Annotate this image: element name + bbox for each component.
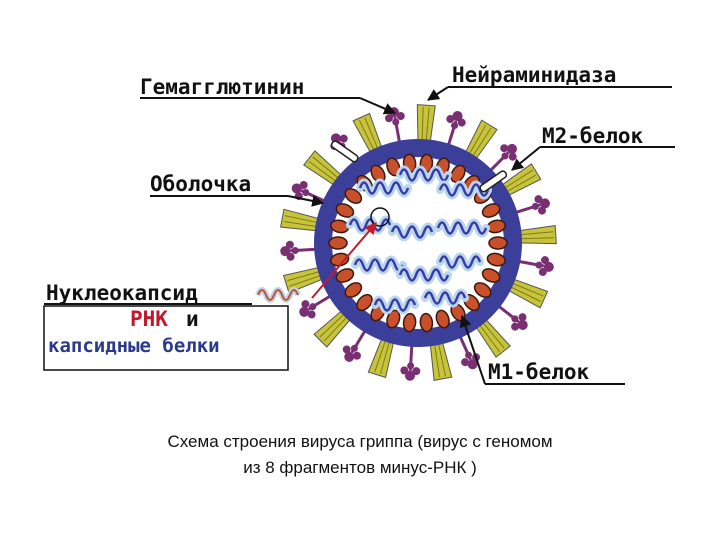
label-nucleocapsid: Нуклеокапсид: [46, 281, 198, 305]
m1-pointer: [459, 314, 486, 385]
neuraminidase-spike: [280, 240, 319, 261]
m1-bead: [450, 164, 466, 183]
neuraminidase-spike: [400, 342, 421, 381]
neuraminidase-spike: [299, 293, 334, 319]
nucleocapsid-box: [43, 305, 289, 371]
envelope-inner: [332, 157, 504, 329]
m1-bead: [435, 309, 450, 329]
hemagglutinin-spike: [516, 225, 557, 245]
label-rna: РНК: [130, 307, 168, 331]
m1-bead: [335, 268, 355, 283]
m1-bead: [486, 252, 506, 267]
hemagglutinin-pointer: [359, 97, 397, 115]
rna-segment: [438, 183, 490, 197]
m1-bead: [344, 282, 363, 298]
rna-segment: [438, 255, 482, 269]
hemagglutinin-spike: [416, 104, 436, 145]
label-m1: М1-белок: [488, 360, 590, 384]
rna-segment: [348, 218, 392, 232]
m1-bead: [335, 203, 355, 218]
neuraminidase-spike: [342, 327, 368, 362]
m1-bead: [328, 236, 348, 250]
nucleocapsid-pointer: [311, 222, 377, 299]
m1-bead: [481, 203, 501, 218]
label-envelope: Оболочка: [150, 172, 251, 196]
rna-segment: [353, 258, 405, 272]
neuraminidase-pointer: [426, 86, 449, 101]
m1-bead: [419, 312, 434, 333]
envelope-pointer: [287, 194, 325, 207]
neuraminidase-spike: [487, 143, 518, 174]
m1-bead: [481, 268, 501, 283]
neuraminidase-spike: [513, 195, 550, 215]
rna-segment: [373, 298, 417, 312]
m1-bead: [488, 236, 508, 250]
hemagglutinin-spike: [280, 208, 322, 232]
rna-segment: [398, 268, 450, 282]
nucleocapsid-marker: [370, 207, 390, 227]
m1-bead: [344, 188, 363, 204]
rna-sample-squiggle-core: [257, 289, 299, 301]
neuraminidase-spike: [457, 333, 481, 370]
rna-segment: [423, 291, 467, 305]
rna-segment: [390, 225, 434, 239]
neuraminidase-spike: [516, 256, 554, 276]
caption-line-2: из 8 фрагментов минус-РНК ): [243, 458, 477, 477]
neuraminidase-spike: [446, 111, 466, 148]
m1-bead: [473, 282, 492, 298]
label-neuraminidase: Нейраминидаза: [452, 63, 616, 87]
rna-segment: [436, 221, 488, 235]
hemagglutinin-spike: [303, 150, 344, 187]
m2-channel-right: [479, 170, 508, 193]
rna-segment: [398, 168, 450, 182]
m1-bead: [356, 293, 373, 312]
m1-bead: [386, 309, 401, 329]
m2-channel-left: [330, 140, 359, 163]
rna-segments: [346, 165, 492, 315]
label-capsid-proteins: капсидные белки: [48, 335, 220, 357]
caption-line-1: Схема строения вируса гриппа (вирус с ге…: [167, 432, 553, 451]
label-m2: М2-белок: [542, 124, 644, 148]
label-hemagglutinin: Гемагглютинин: [140, 75, 304, 99]
label-and: и: [186, 307, 199, 331]
rna-segment: [358, 181, 410, 195]
m2-pointer: [511, 146, 541, 171]
neuraminidase-spike: [495, 303, 528, 331]
m1-bead: [402, 312, 417, 333]
